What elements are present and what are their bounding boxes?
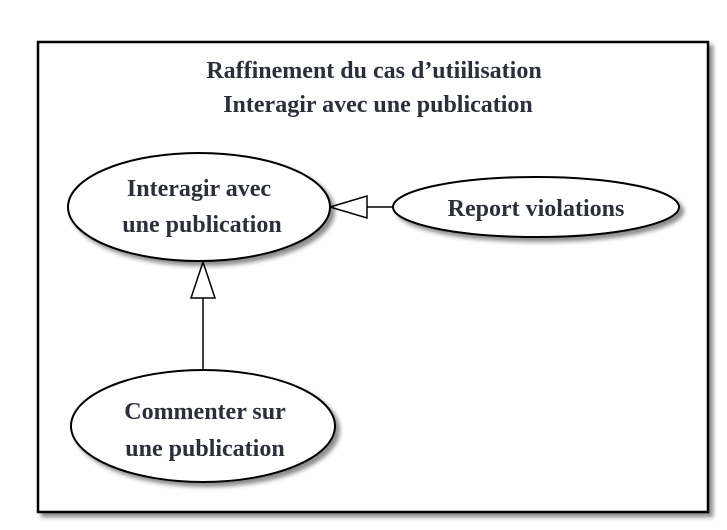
use-case-report-violations[interactable]: Report violations xyxy=(392,176,680,238)
use-case-report-ellipse xyxy=(392,176,680,238)
use-case-interagir-ellipse xyxy=(67,152,331,262)
diagram-title-line1: Raffinement du cas d’utiilisation xyxy=(206,58,541,84)
generalization-arrowhead-report xyxy=(327,194,368,220)
diagram-title-line2: Interagir avec une publication xyxy=(223,92,533,118)
use-case-interagir-line1: Interagir avec xyxy=(127,176,272,202)
use-case-commenter[interactable]: Commenter sur une publication xyxy=(70,369,336,483)
use-case-commenter-line2: une publication xyxy=(125,436,284,462)
generalization-arrowhead-commenter xyxy=(189,259,217,299)
use-case-commenter-ellipse xyxy=(70,369,336,483)
use-case-commenter-line1: Commenter sur xyxy=(124,399,286,425)
use-case-interagir[interactable]: Interagir avec une publication xyxy=(67,152,331,262)
use-case-report-label: Report violations xyxy=(448,196,625,222)
use-case-interagir-line2: une publication xyxy=(122,212,281,238)
